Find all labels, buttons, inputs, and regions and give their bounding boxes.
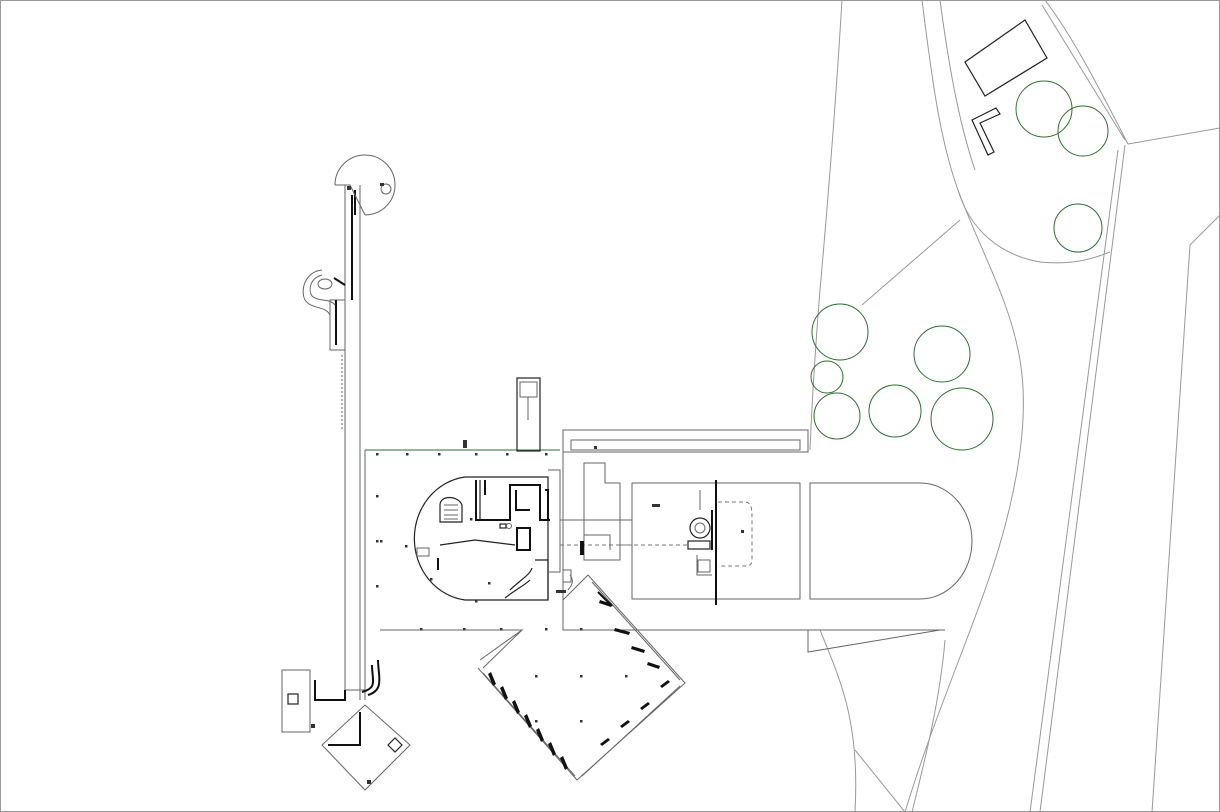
column-grid xyxy=(376,446,660,723)
terrace-pavilion xyxy=(620,480,753,605)
platforms xyxy=(364,429,973,700)
diagonal-wing xyxy=(477,574,686,781)
trees xyxy=(810,80,1109,451)
outbuilding xyxy=(964,19,1048,156)
main-pavilion xyxy=(413,377,632,601)
landscape-lines xyxy=(809,0,1220,812)
long-walkway xyxy=(281,154,411,791)
